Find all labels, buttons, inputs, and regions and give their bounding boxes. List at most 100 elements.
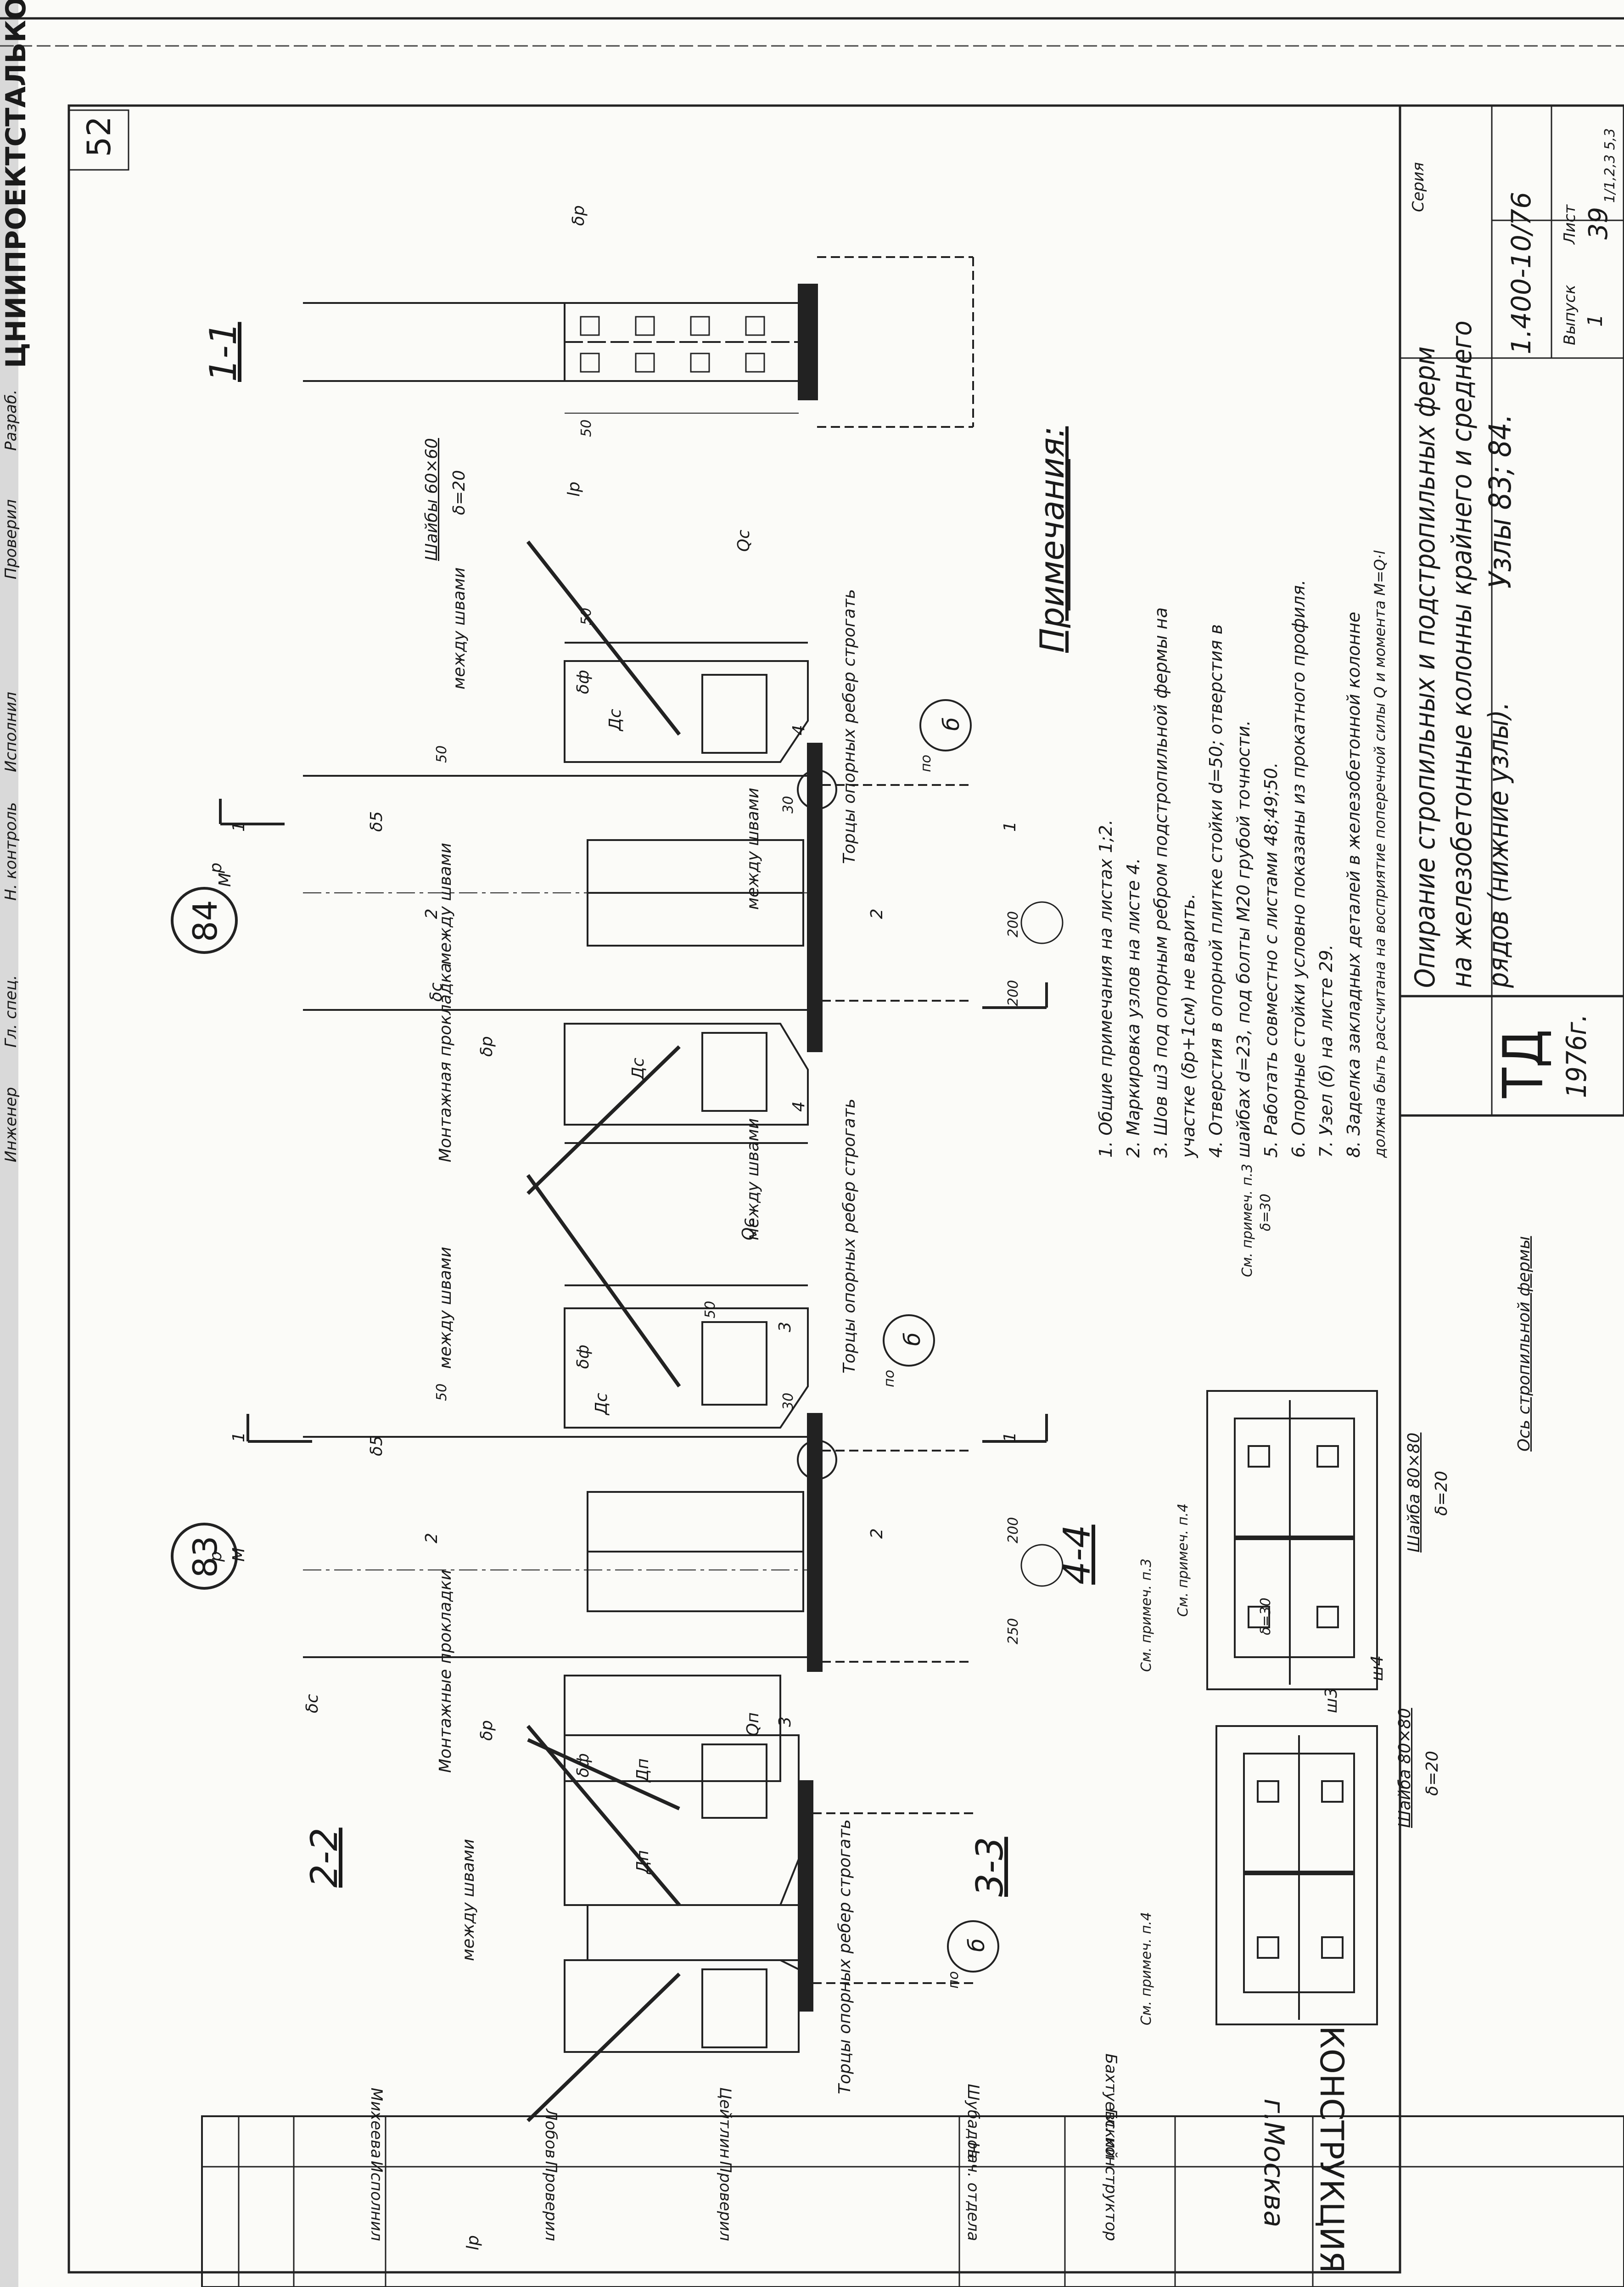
series-label: Серия — [1409, 162, 1428, 212]
dim-1-d: 1 — [1001, 1432, 1019, 1442]
top-strip-role-4: Н. контроль — [2, 802, 20, 901]
note-item-2: 2. Маркировка узлов на листе 4. — [1123, 858, 1143, 1158]
note-item-8: 8. Заделка закладных деталей в железобет… — [1344, 611, 1364, 1158]
sheet-label: Лист — [1561, 204, 1579, 244]
developer-label: КОНСТРУКЦИЯ — [1313, 2026, 1350, 2273]
dim-2-b: 2 — [868, 908, 886, 919]
thickness-d5-1: δ5 — [367, 811, 386, 832]
dim-30-a: 30 — [780, 796, 796, 813]
top-strip-role-5: Гл. спец. — [2, 975, 20, 1048]
d30-label-1: δ=30 — [1258, 1194, 1274, 1231]
detail-b-label-1: б — [939, 717, 964, 731]
shear-Qn: Qп — [744, 1712, 762, 1736]
washer-60-thickness: δ=20 — [450, 470, 469, 515]
gusset-dc-1: Дс — [606, 709, 625, 731]
section-label-3-3: 3-3 — [969, 1837, 1011, 1897]
washer-60-label: Шайбы 60×60 — [422, 438, 441, 561]
length-lp-2: lр — [464, 2235, 482, 2250]
detail-b-marker — [919, 699, 972, 751]
detail-b-label-3: б — [964, 1938, 990, 1952]
note-item-6: 6. Опорные стойки условно показаны из пр… — [1288, 579, 1309, 1158]
node-label-84: 84 — [186, 900, 224, 942]
signature-role-5: Исполнил — [367, 2161, 386, 2241]
thickness-d5-2: δ5 — [367, 1435, 386, 1456]
thickness-dc-2: δс — [303, 1694, 322, 1713]
reference-circle — [1020, 901, 1064, 944]
see-note4-2: См. примеч. п.4 — [1138, 1912, 1154, 2025]
note-item-4b: шайбах d=23, под болты М20 грубой точнос… — [1233, 720, 1254, 1158]
note-item-1: 1. Общие примечания на листах 1;2. — [1096, 819, 1116, 1158]
shear-Qc-1: Qс — [734, 529, 753, 552]
node-83 — [303, 1174, 973, 1811]
dim-200-b: 200 — [1005, 980, 1021, 1006]
d30-label-2: δ=30 — [1258, 1598, 1274, 1635]
dim-3-b: 3 — [776, 1716, 795, 1727]
notes-heading: Примечания: — [1033, 426, 1071, 653]
dim-30-b: 30 — [780, 1392, 796, 1410]
page-number: 52 — [80, 116, 118, 157]
gusset-dn-2: Дп — [633, 1758, 652, 1782]
signature-name-1: Шубадов — [964, 2084, 982, 2158]
dim-4-a: 4 — [790, 725, 808, 735]
title-year: 1976г. — [1561, 1014, 1593, 1098]
weld-sh3: ш3 — [1322, 1687, 1341, 1713]
thickness-dp-1: δр — [569, 205, 588, 226]
note-item-4: 4. Отверстия в опорной плитке стойки d=5… — [1206, 624, 1226, 1158]
signature-name-2: Бахтуевский — [1102, 2053, 1120, 2158]
washer-80b-label: Шайба 80×80 — [1395, 1708, 1414, 1828]
detail-b-label-2: б — [900, 1332, 925, 1346]
dim-1-a: 1 — [230, 821, 248, 832]
node-84 — [303, 540, 973, 1195]
note-item-3: 3. Шов ш3 под опорным ребром подстропиль… — [1151, 607, 1171, 1158]
sheet-value: 39 — [1584, 207, 1613, 240]
title-line-1: Опирание стропильных и подстропильных фе… — [1409, 346, 1441, 988]
reference-circle — [1020, 1544, 1064, 1587]
issue-label: Выпуск — [1561, 285, 1579, 345]
po-label-2: по — [881, 1370, 897, 1387]
section-4-4-plan — [1206, 1390, 1378, 1690]
thickness-dph-3: δф — [574, 1753, 593, 1777]
between-welds-6: между швами — [744, 787, 762, 910]
detail-b-marker — [883, 1314, 935, 1367]
organization-stamp: ЦНИИПРОЕКТСТАЛЬКОНСТРУКЦИЯ — [0, 0, 32, 368]
title-block — [1399, 104, 1624, 1117]
note-item-5: 5. Работать совместно с листами 48;49;50… — [1261, 762, 1281, 1158]
dim-50-e: 50 — [578, 419, 594, 437]
washer-80a-thickness: δ=20 — [1432, 1471, 1451, 1516]
po-label-3: по — [946, 1971, 962, 1989]
dim-1-c: 1 — [230, 1432, 248, 1442]
section-3-3-plan — [1215, 1725, 1378, 2025]
signature-name-5: Михеева — [367, 2087, 386, 2158]
gusset-dc-2: Дс — [629, 1058, 648, 1080]
title-line-2: на железобетонные колонны крайнего и сре… — [1446, 320, 1478, 988]
section-label-2-2: 2-2 — [303, 1827, 346, 1888]
between-welds-1: между швами — [450, 567, 469, 689]
dim-1-b: 1 — [1001, 821, 1019, 832]
section-label-1-1: 1-1 — [202, 322, 245, 382]
top-strip-role-6: Инженер — [2, 1087, 20, 1162]
between-welds-4: между швами — [459, 1839, 478, 1961]
note-item-3b: участке (δр+1см) не варить. — [1178, 893, 1198, 1158]
detail-b-marker — [947, 1920, 999, 1973]
thickness-dp-2: δр — [477, 1036, 496, 1057]
city-label: г.Москва — [1258, 2098, 1290, 2227]
thickness-dph-1: δф — [574, 670, 593, 694]
dim-4-b: 4 — [790, 1101, 808, 1112]
gusset-dn-1: Дп — [633, 1850, 652, 1874]
node-83-marker — [171, 1523, 238, 1590]
dim-250: 250 — [1005, 1618, 1021, 1644]
title-code: ТД — [1492, 1029, 1556, 1098]
dim-50-b: 50 — [434, 1383, 450, 1401]
dim-200-c: 200 — [1005, 1517, 1021, 1543]
see-note3-1: См. примеч. п.3 — [1239, 1164, 1255, 1277]
issue-value: 1 — [1584, 314, 1607, 327]
dim-200-a: 200 — [1005, 911, 1021, 937]
dim-50-a: 50 — [434, 745, 450, 763]
force-p-83: р — [207, 1551, 225, 1562]
signature-name-3: Цейтлин — [716, 2087, 734, 2158]
section-cut-marks — [219, 799, 1048, 1443]
washer-80b-thickness: δ=20 — [1423, 1751, 1442, 1796]
top-strip-role-2: Проверил — [2, 499, 20, 579]
title-line-3: рядов (нижние узлы). — [1483, 702, 1515, 988]
thickness-dc-1: δс — [427, 982, 446, 1002]
